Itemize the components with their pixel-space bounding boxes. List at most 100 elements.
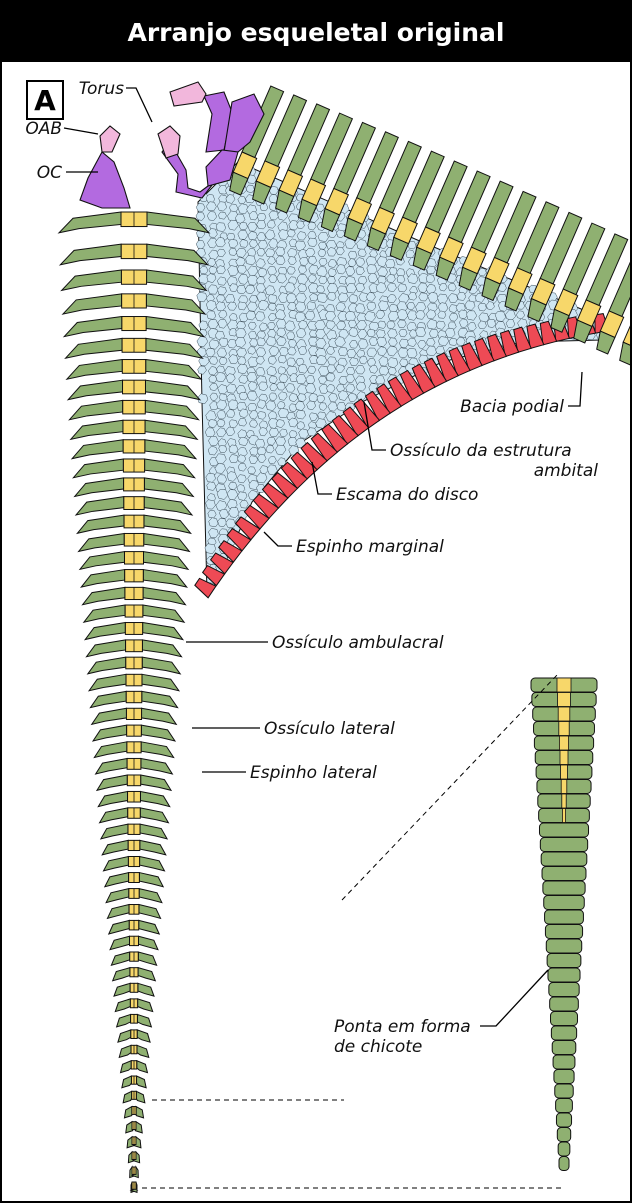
lateral-ossicle (137, 1076, 147, 1088)
lateral-ossicle (63, 294, 122, 314)
tip-segment (549, 983, 579, 997)
lateral-ossicle (139, 873, 163, 887)
disc-scale (348, 251, 357, 259)
label-espinho-marginal: Espinho marginal (296, 537, 444, 557)
lateral-ossicle (137, 1014, 151, 1026)
tip-segment (540, 838, 587, 852)
lateral-ossicle (139, 905, 161, 919)
whip-tip-inset (531, 678, 597, 1171)
tip-ambulacral (562, 809, 565, 823)
lateral-ossicle (136, 1091, 145, 1103)
lateral-ossicle (84, 605, 125, 622)
tip-segment (555, 1084, 573, 1098)
lateral-ossicle (142, 657, 180, 674)
lateral-ossicle (141, 758, 172, 773)
tip-segment (547, 954, 581, 968)
lateral-ossicle (66, 338, 123, 358)
label-espinho-lateral: Espinho lateral (250, 763, 377, 783)
leader-oab (64, 128, 98, 134)
disc-scale (237, 265, 246, 273)
lateral-ossicle (137, 1030, 150, 1042)
lateral-ossicle (136, 1107, 143, 1118)
label-ponta-2: de chicote (334, 1037, 422, 1057)
disc-scale (350, 358, 359, 366)
lateral-ossicle (101, 824, 128, 839)
tip-segment (557, 1128, 570, 1142)
disc-scale (327, 292, 336, 300)
disc-scale (317, 293, 327, 302)
tip-segment (544, 896, 585, 910)
torus-tip-left (100, 126, 120, 152)
dashed-connector-upper (342, 674, 558, 900)
oral-plate-left (80, 152, 130, 208)
lateral-ossicle (106, 889, 129, 903)
disc-scale (209, 357, 218, 365)
lateral-ossicle (140, 840, 166, 855)
leader-bacia-podial (568, 372, 582, 406)
tip-segment (551, 1012, 578, 1026)
lateral-ossicle (97, 775, 127, 790)
lateral-ossicle (138, 936, 157, 949)
tip-segment (543, 881, 585, 895)
label-ossiculo-ambulacral: Ossículo ambulacral (272, 633, 444, 653)
lateral-ossicle (79, 533, 125, 551)
disc-scale (398, 284, 407, 292)
tip-segment (552, 1041, 576, 1055)
lateral-ossicle (89, 674, 126, 690)
label-escama-disco: Escama do disco (336, 485, 478, 505)
lateral-ossicle (145, 459, 195, 478)
leader-torus (126, 88, 152, 122)
tip-ambulacral (559, 722, 569, 736)
tip-ambulacral (561, 765, 568, 779)
lateral-ossicle (73, 459, 123, 478)
lateral-ossicle (114, 983, 130, 996)
lateral-ossicle (140, 791, 169, 806)
label-ossiculo-lateral: Ossículo lateral (264, 719, 395, 739)
leader-ponta (480, 970, 548, 1026)
tip-segment (554, 1070, 574, 1084)
lateral-ossicle (64, 317, 122, 337)
tip-ambulacral (562, 794, 566, 808)
lateral-ossicle (143, 623, 183, 640)
lateral-ossicle (75, 478, 124, 497)
lateral-ossicle (94, 742, 127, 758)
lateral-ossicle (121, 1061, 132, 1073)
lateral-ossicle (85, 623, 125, 640)
lateral-ossicle (88, 657, 126, 674)
label-ponta-1: Ponta em forma (334, 1017, 471, 1037)
lateral-ossicle (67, 360, 122, 380)
lateral-ossicle (144, 478, 193, 497)
disc-scale (239, 392, 248, 400)
lateral-ossicle (144, 515, 191, 533)
lateral-ossicle (142, 674, 179, 690)
lateral-ossicle (71, 420, 123, 439)
disc-scale (278, 355, 286, 363)
tip-segment (548, 968, 580, 982)
lateral-ossicle (138, 983, 154, 996)
lateral-ossicle (144, 497, 192, 515)
lateral-ossicle (60, 244, 121, 265)
tip-segment (551, 1026, 576, 1040)
label-torus: Torus (79, 79, 124, 99)
lateral-ossicle (77, 515, 124, 533)
disc-scale (307, 302, 316, 311)
disc-scale (378, 321, 386, 328)
lateral-ossicle (145, 420, 197, 439)
tip-segment (542, 867, 586, 881)
lateral-ossicle (83, 587, 125, 604)
lateral-ossicle (119, 1045, 131, 1057)
disc-scale (246, 256, 256, 265)
lateral-ossicle (69, 400, 122, 419)
lateral-ossicle (122, 1076, 132, 1088)
label-oab: OAB (25, 119, 62, 139)
lateral-ossicle (118, 1030, 131, 1042)
lateral-ossicle (147, 270, 207, 290)
tip-segment (558, 1142, 570, 1156)
tip-segment (545, 925, 582, 939)
label-oc: OC (37, 163, 62, 183)
lateral-ossicle (140, 808, 168, 823)
disc-scale (207, 311, 216, 320)
vertical-arm (59, 212, 209, 1192)
